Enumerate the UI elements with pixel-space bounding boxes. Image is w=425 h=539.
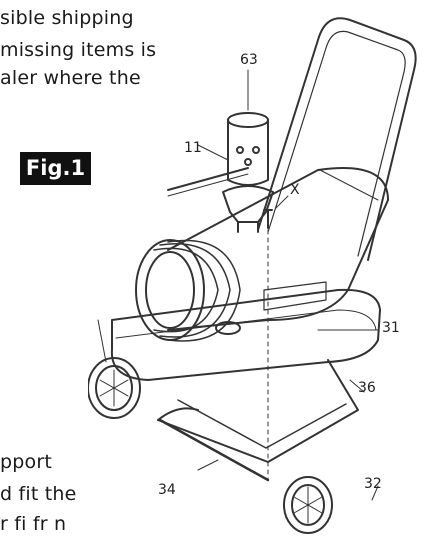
callout-32: 32 [364,476,382,492]
heater-parts-drawing: 63 11 X 33 31 36 34 32 [88,17,417,534]
callout-x: X [290,182,300,198]
tank [110,288,381,381]
body-text-line-1: sible shipping [0,7,134,29]
callout-11: 11 [184,140,202,156]
body-text-line-6: r fi fr n [0,513,67,535]
callout-31: 31 [382,320,400,336]
handle-frame-inner [267,30,406,257]
tank-cap [215,321,241,335]
body-text-line-2: missing items is [0,39,157,61]
support-frame [157,359,359,463]
wheel-left [88,357,141,419]
screw-x [263,209,273,229]
burner-body [167,167,389,331]
figure-label: Fig.1 [20,152,91,185]
funnel [222,185,274,223]
body-text-line-3: aler where the [0,67,141,89]
callout-34: 34 [158,482,176,498]
chimney-cap-top [227,112,269,128]
handle-frame [257,17,417,261]
chimney-cap-body [227,119,269,186]
callout-63: 63 [240,52,258,68]
callout-36: 36 [358,380,376,396]
body-text-line-4: pport [0,451,53,473]
axle-bar [158,418,270,482]
body-text-line-5: d fit the [0,483,77,505]
wheel-right [283,476,333,534]
pin-part [167,167,249,191]
